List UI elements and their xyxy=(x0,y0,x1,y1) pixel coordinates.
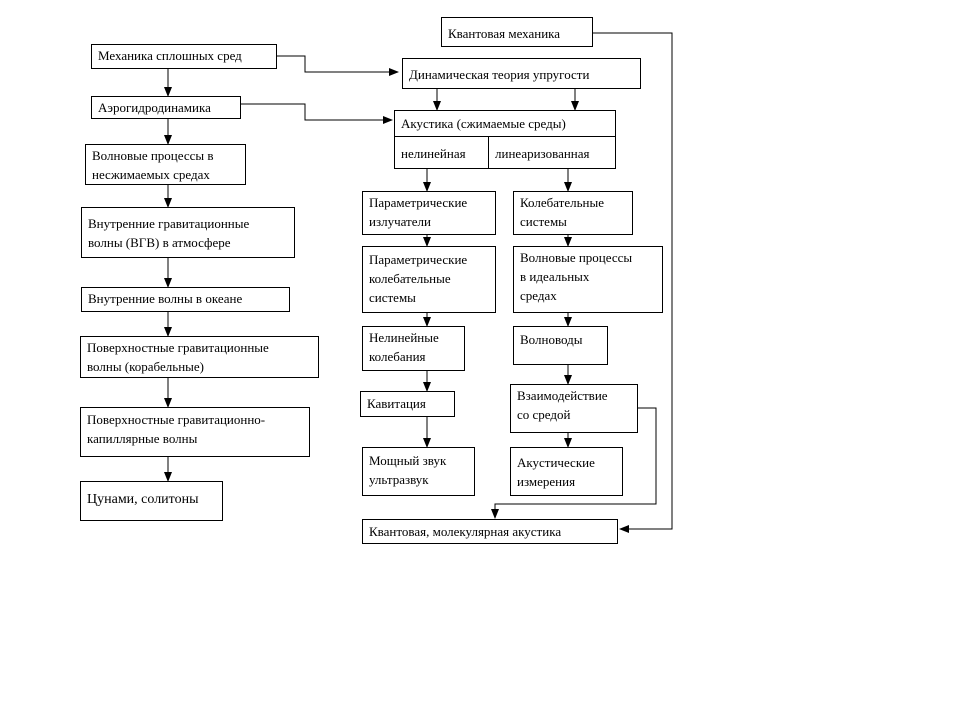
node-surface-gravity-capillary-waves: Поверхностные гравитационно- капиллярные… xyxy=(80,407,310,457)
node-wave-processes-ideal: Волновые процессы в идеальных средах xyxy=(513,246,663,313)
node-quantum-molecular-acoustics: Квантовая, молекулярная акустика xyxy=(362,519,618,544)
node-nonlinear: нелинейная xyxy=(394,136,489,169)
node-acoustics-compressible: Акустика (сжимаемые среды) xyxy=(394,110,616,137)
node-dynamic-elasticity-theory: Динамическая теория упругости xyxy=(402,58,641,89)
node-internal-gravity-waves-atmosphere: Внутренние гравитационные волны (ВГВ) в … xyxy=(81,207,295,258)
node-waveguides: Волноводы xyxy=(513,326,608,365)
arrow-quantum-mechanics-to-quantum-molecular xyxy=(593,32,673,533)
arrow-interaction-to-quantum-molecular xyxy=(491,407,657,519)
node-parametric-emitters: Параметрические излучатели xyxy=(362,191,496,235)
arrow-aero-to-acoustics xyxy=(240,103,393,124)
node-quantum-mechanics: Квантовая механика xyxy=(441,17,593,47)
node-parametric-oscillatory-systems: Параметрические колебательные системы xyxy=(362,246,496,313)
node-wave-processes-incompressible: Волновые процессы в несжимаемых средах xyxy=(85,144,246,185)
node-powerful-sound-ultrasound: Мощный звук ультразвук xyxy=(362,447,475,496)
arrow-continuum-to-elasticity xyxy=(277,55,399,76)
node-interaction-with-medium: Взаимодействие со средой xyxy=(510,384,638,433)
node-nonlinear-oscillations: Нелинейные колебания xyxy=(362,326,465,371)
node-aerohydrodynamics: Аэрогидродинамика xyxy=(91,96,241,119)
node-surface-gravity-waves: Поверхностные гравитационные волны (кора… xyxy=(80,336,319,378)
node-oscillatory-systems: Колебательные системы xyxy=(513,191,633,235)
node-continuum-mechanics: Механика сплошных сред xyxy=(91,44,277,69)
node-acoustic-measurements: Акустические измерения xyxy=(510,447,623,496)
node-cavitation: Кавитация xyxy=(360,391,455,417)
node-internal-waves-ocean: Внутренние волны в океане xyxy=(81,287,290,312)
node-tsunami-solitons: Цунами, солитоны xyxy=(80,481,223,521)
node-linearized: линеаризованная xyxy=(488,136,616,169)
